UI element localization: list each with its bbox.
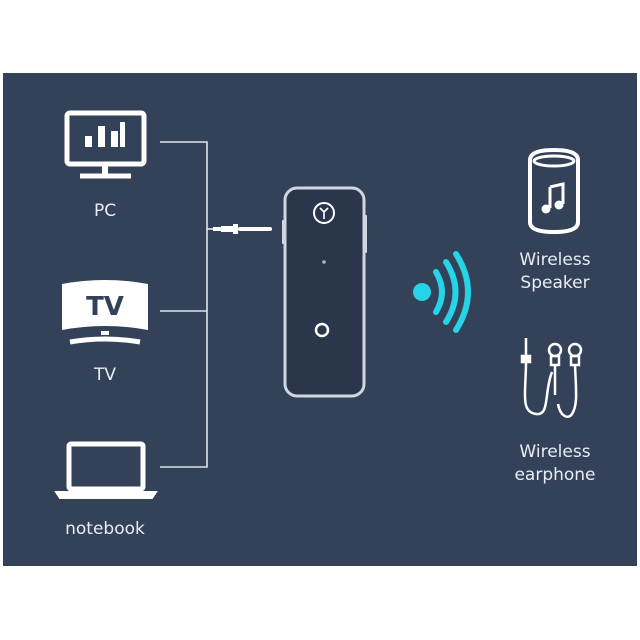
tv-icon <box>62 280 148 345</box>
wireless-signal-icon <box>413 251 471 333</box>
laptop-icon <box>54 441 158 499</box>
aux-jack-icon <box>213 224 272 234</box>
earphone-label-line1: Wireless <box>519 442 591 462</box>
bluetooth-transmitter-icon <box>282 186 367 398</box>
connector-lines <box>160 141 213 468</box>
speaker-icon <box>528 147 580 235</box>
earphone-label-line2: earphone <box>514 465 596 485</box>
earphone-icon <box>520 338 583 418</box>
tv-label: TV <box>93 365 116 385</box>
tv-screen-text: TV <box>86 292 124 322</box>
pc-label: PC <box>93 201 117 221</box>
speaker-label-line2: Speaker <box>520 273 590 293</box>
monitor-icon <box>64 110 147 179</box>
notebook-label: notebook <box>65 519 145 539</box>
speaker-label-line1: Wireless <box>519 250 591 270</box>
